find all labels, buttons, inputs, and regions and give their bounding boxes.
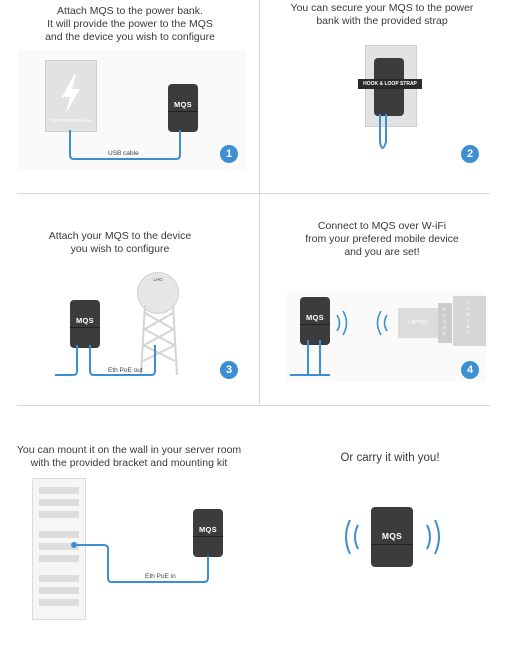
mqs-device-3: MQS: [70, 300, 100, 348]
panel5-caption: You can mount it on the wall in your ser…: [16, 444, 242, 469]
laptop-label: LAPTOP: [408, 320, 428, 326]
power-bank: USB POWER BANK: [45, 60, 97, 132]
eth-poe-in-label: Eth PoE in: [145, 573, 176, 580]
horizontal-divider-1: [17, 193, 490, 194]
step-3-badge: 3: [220, 361, 238, 379]
tower-label: LHG: [153, 277, 163, 282]
mqs-device-4: MQS: [300, 297, 330, 345]
tower: [140, 305, 178, 375]
step-2-badge: 2: [461, 145, 479, 163]
vertical-divider: [259, 0, 260, 405]
mqs-device-5: MQS: [193, 509, 223, 557]
mqs-label-5: MQS: [199, 525, 217, 534]
phone: PHONE: [438, 303, 452, 343]
rack-shelves: [39, 487, 79, 606]
step-4-badge: 4: [461, 361, 479, 379]
wifi-waves-icon-2: [345, 519, 440, 555]
tablet: TABLET: [453, 296, 486, 346]
mqs-device-1: MQS: [168, 84, 198, 132]
mqs-label-3: MQS: [76, 316, 94, 325]
wifi-waves-icon: [336, 310, 388, 336]
power-bank-label: USB POWER BANK: [50, 118, 92, 123]
eth-poe-out-label: Eth PoE out: [108, 367, 143, 374]
phone-label: PHONE: [443, 307, 447, 336]
panel6-caption: Or carry it with you!: [340, 452, 440, 464]
tablet-label: TABLET: [467, 300, 471, 335]
step-1-badge: 1: [220, 145, 238, 163]
usb-cable-label: USB cable: [108, 150, 139, 157]
mqs-label-4: MQS: [306, 313, 324, 322]
server-rack: [32, 478, 86, 620]
lightning-icon: [62, 75, 80, 113]
strap-label: HOOK & LOOP STRAP: [363, 81, 417, 87]
laptop: LAPTOP: [398, 308, 438, 338]
mqs-label-6: MQS: [381, 531, 403, 541]
panel3-caption: Attach your MQS to the device you wish t…: [48, 230, 192, 255]
eth-poe-out-cable: [55, 345, 156, 376]
mqs-device-6: MQS: [371, 507, 413, 567]
mqs-label: MQS: [174, 100, 192, 109]
strap: HOOK & LOOP STRAP: [358, 79, 422, 89]
usb-cable: [69, 130, 181, 160]
strap-cable: [379, 114, 387, 149]
panel4-caption: Connect to MQS over W-iFi from your pref…: [305, 220, 459, 258]
horizontal-divider-2: [17, 405, 490, 406]
eth-poe-in-cable: [71, 542, 209, 583]
panel1-caption: Attach MQS to the power bank. It will pr…: [45, 5, 215, 43]
device-4-cable: [290, 340, 330, 376]
panel2-caption: You can secure your MQS to the power ban…: [290, 2, 474, 27]
